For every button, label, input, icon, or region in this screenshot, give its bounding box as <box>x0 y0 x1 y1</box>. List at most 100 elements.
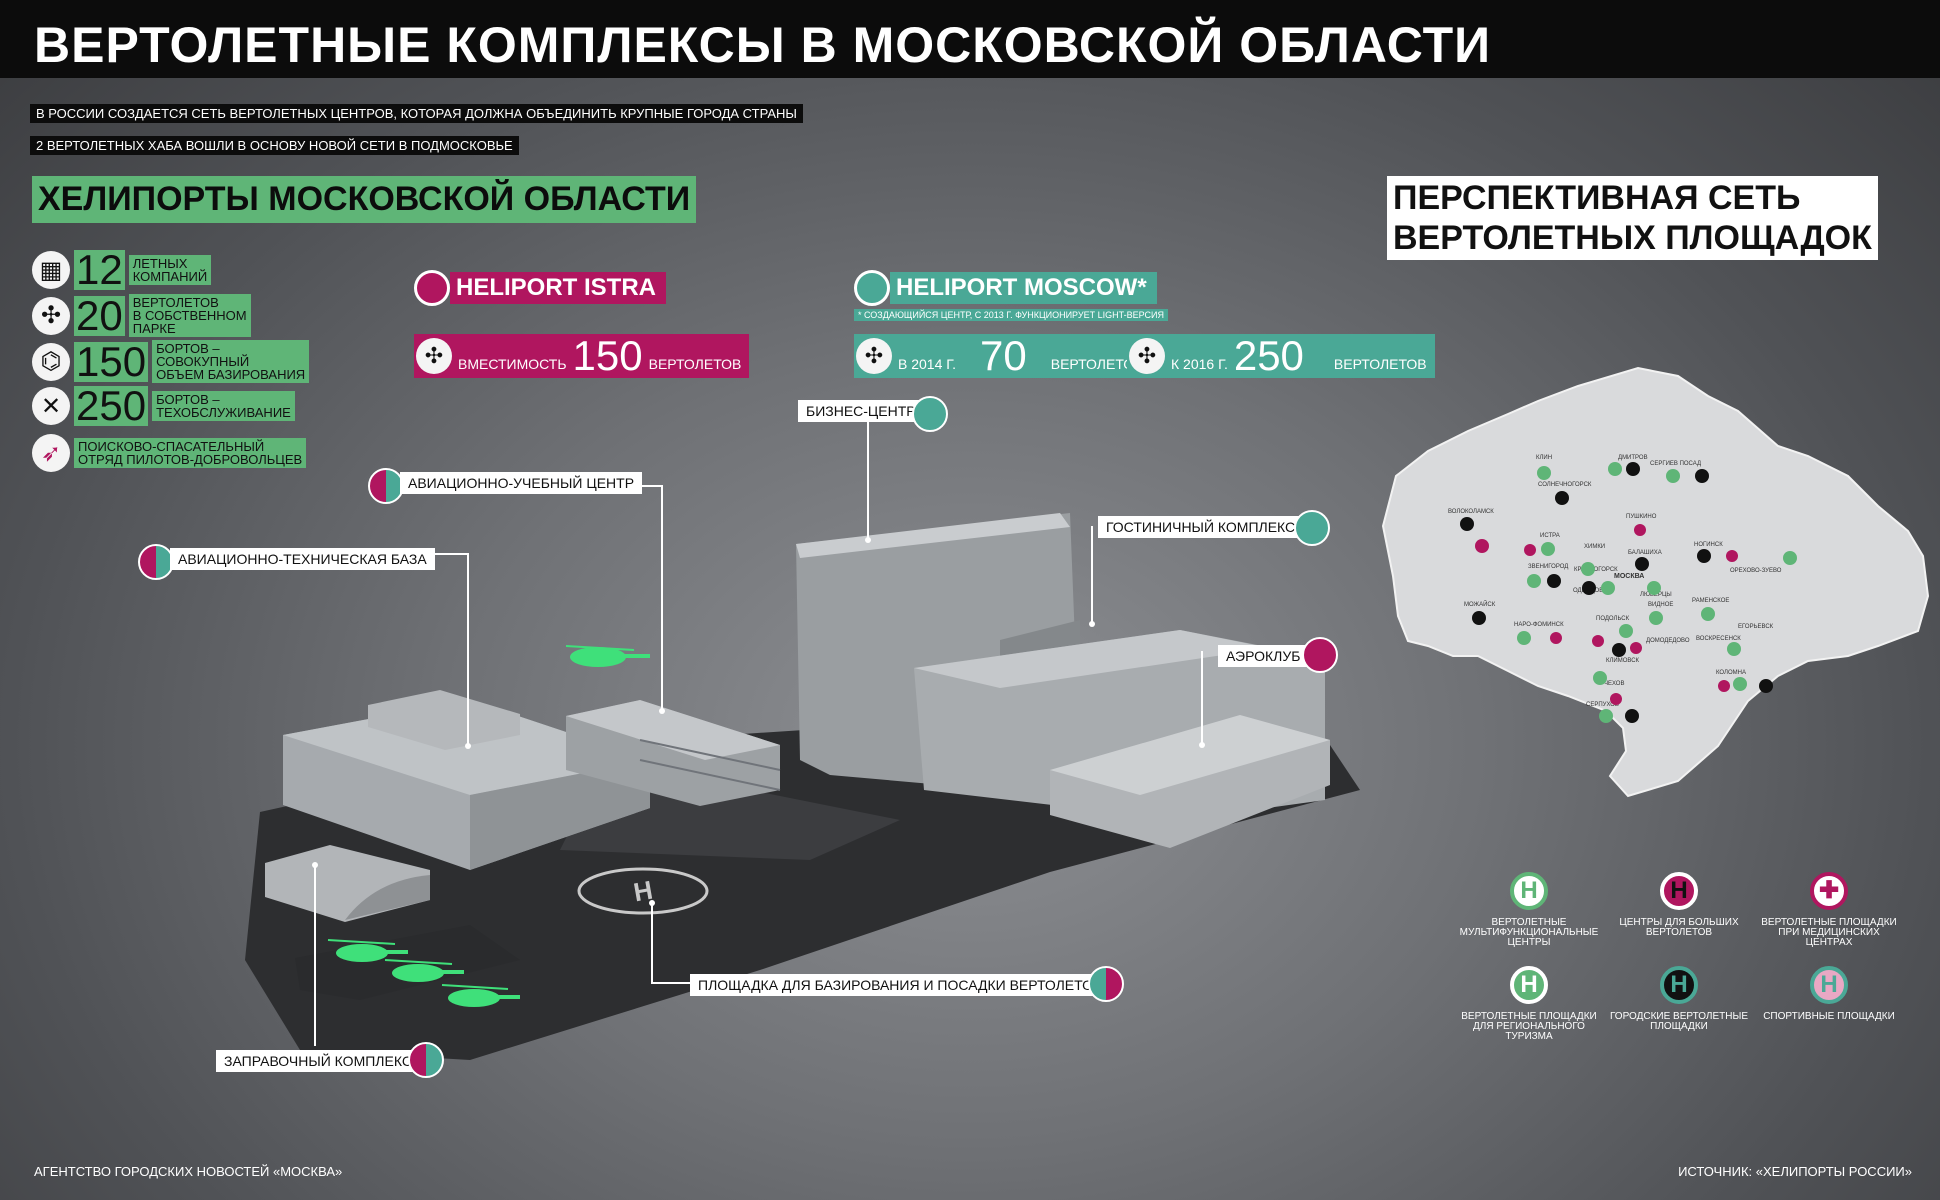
subtitle-2: 2 ВЕРТОЛЕТНЫХ ХАБА ВОШЛИ В ОСНОВУ НОВОЙ … <box>30 136 519 155</box>
legend-label: ЦЕНТРЫ ДЛЯ БОЛЬШИХ ВЕРТОЛЕТОВ <box>1619 917 1739 938</box>
tourism-pad-icon: H <box>1510 966 1548 1004</box>
svg-text:ЧЕХОВ: ЧЕХОВ <box>1604 681 1624 687</box>
legend-item: H СПОРТИВНЫЕ ПЛОЩАДКИ <box>1754 966 1904 1042</box>
magenta-teal-marker <box>138 544 174 580</box>
legend-label: ГОРОДСКИЕ ВЕРТОЛЕТНЫЕ ПЛОЩАДКИ <box>1609 1011 1749 1032</box>
svg-text:КЛИН: КЛИН <box>1536 455 1552 461</box>
building-icon: ▦ <box>32 251 70 289</box>
legend-item: H ВЕРТОЛЕТНЫЕ МУЛЬТИФУНКЦИОНАЛЬНЫЕ ЦЕНТР… <box>1454 872 1604 948</box>
svg-text:ДОМОДЕДОВО: ДОМОДЕДОВО <box>1646 638 1690 644</box>
callout-business-center: БИЗНЕС-ЦЕНТР <box>798 400 924 422</box>
sport-pad-icon: H <box>1810 966 1848 1004</box>
svg-text:МОЖАЙСК: МОЖАЙСК <box>1464 600 1496 608</box>
svg-text:НАРО-ФОМИНСК: НАРО-ФОМИНСК <box>1514 622 1564 628</box>
cap-suffix: ВЕРТОЛЕТОВ <box>1050 356 1144 372</box>
svg-text:ОРЕХОВО-ЗУЕВО: ОРЕХОВО-ЗУЕВО <box>1730 568 1782 574</box>
footer-agency: АГЕНТСТВО ГОРОДСКИХ НОВОСТЕЙ «МОСКВА» <box>34 1164 343 1179</box>
teal-marker <box>912 396 948 432</box>
legend-item: H ЦЕНТРЫ ДЛЯ БОЛЬШИХ ВЕРТОЛЕТОВ <box>1604 872 1754 948</box>
helicopters-group <box>327 645 650 1007</box>
cap-prefix: В 2014 Г. <box>898 356 957 372</box>
city-pad-icon: H <box>1660 966 1698 1004</box>
legend-label: ВЕРТОЛЕТНЫЕ МУЛЬТИФУНКЦИОНАЛЬНЫЕ ЦЕНТРЫ <box>1459 917 1599 948</box>
svg-text:СЕРПУХОВ: СЕРПУХОВ <box>1586 702 1619 708</box>
svg-text:МОСКВА: МОСКВА <box>1614 573 1644 580</box>
callout-fuel: ЗАПРАВОЧНЫЙ КОМПЛЕКС <box>216 1050 420 1072</box>
moscow-capacity-2016: ✣ К 2016 Г. 250 ВЕРТОЛЕТОВ <box>1127 334 1435 378</box>
istra-capacity-suffix: ВЕРТОЛЕТОВ <box>648 356 742 372</box>
legend-item: H ГОРОДСКИЕ ВЕРТОЛЕТНЫЕ ПЛОЩАДКИ <box>1604 966 1754 1042</box>
svg-text:ПОДОЛЬСК: ПОДОЛЬСК <box>1596 616 1630 622</box>
svg-text:ВОЛОКОЛАМСК: ВОЛОКОЛАМСК <box>1448 509 1494 515</box>
medical-pad-icon: ✚ <box>1810 872 1848 910</box>
teal-magenta-marker <box>1088 966 1124 1002</box>
wrench-icon: ✕ <box>32 387 70 425</box>
rotor-icon: ✣ <box>856 338 892 374</box>
svg-text:СЕРГИЕВ ПОСАД: СЕРГИЕВ ПОСАД <box>1650 461 1701 467</box>
heliports-title: ХЕЛИПОРТЫ МОСКОВСКОЙ ОБЛАСТИ <box>32 176 697 223</box>
svg-text:ВОСКРЕСЕНСК: ВОСКРЕСЕНСК <box>1696 636 1741 642</box>
legend-label: СПОРТИВНЫЕ ПЛОЩАДКИ <box>1763 1011 1895 1022</box>
callout-training-center: АВИАЦИОННО-УЧЕБНЫЙ ЦЕНТР <box>400 472 643 494</box>
cap-value: 70 <box>980 332 1027 379</box>
svg-text:ЗВЕНИГОРОД: ЗВЕНИГОРОД <box>1528 564 1568 570</box>
helipad <box>577 867 709 915</box>
svg-text:ПУШКИНО: ПУШКИНО <box>1626 514 1657 520</box>
magenta-marker <box>1302 637 1338 673</box>
subtitle-1: В РОССИИ СОЗДАЕТСЯ СЕТЬ ВЕРТОЛЕТНЫХ ЦЕНТ… <box>30 104 803 123</box>
cap-value: 250 <box>1233 332 1304 379</box>
large-helicopter-center-icon: H <box>1660 872 1698 910</box>
title-bar <box>0 0 1940 78</box>
svg-text:РАМЕНСКОЕ: РАМЕНСКОЕ <box>1692 598 1729 604</box>
rotor-icon: ✣ <box>32 296 70 335</box>
page-title: ВЕРТОЛЕТНЫЕ КОМПЛЕКСЫ В МОСКОВСКОЙ ОБЛАС… <box>34 17 1492 73</box>
heliport-moscow-header: HELIPORT MOSCOW* <box>854 270 1157 306</box>
heliport-moscow-name: HELIPORT MOSCOW* <box>890 272 1157 304</box>
svg-text:ЕГОРЬЕВСК: ЕГОРЬЕВСК <box>1738 624 1774 630</box>
rotor-icon: ✣ <box>1129 338 1165 374</box>
heliport-moscow-note: * СОЗДАЮЩИЙСЯ ЦЕНТР, С 2013 Г. ФУНКЦИОНИ… <box>854 309 1168 321</box>
callout-aeroclub: АЭРОКЛУБ <box>1218 645 1309 667</box>
rotor-icon: ✣ <box>416 338 452 374</box>
callout-hotel: ГОСТИНИЧНЫЙ КОМПЛЕКС <box>1098 516 1304 538</box>
legend-label: ВЕРТОЛЕТНЫЕ ПЛОЩАДКИ ДЛЯ РЕГИОНАЛЬНОГО Т… <box>1461 1011 1597 1042</box>
legend-item: H ВЕРТОЛЕТНЫЕ ПЛОЩАДКИ ДЛЯ РЕГИОНАЛЬНОГО… <box>1454 966 1604 1042</box>
svg-text:ИСТРА: ИСТРА <box>1540 533 1560 539</box>
callout-tech-base: АВИАЦИОННО-ТЕХНИЧЕСКАЯ БАЗА <box>170 548 435 570</box>
stat-label: БОРТОВ –ТЕХОБСЛУЖИВАНИЕ <box>152 391 295 421</box>
footer-source: ИСТОЧНИК: «ХЕЛИПОРТЫ РОССИИ» <box>1678 1164 1912 1179</box>
legend-row-2: H ВЕРТОЛЕТНЫЕ ПЛОЩАДКИ ДЛЯ РЕГИОНАЛЬНОГО… <box>1454 966 1904 1042</box>
istra-capacity: ✣ ВМЕСТИМОСТЬ 150 ВЕРТОЛЕТОВ <box>414 334 750 378</box>
svg-text:БАЛАШИХА: БАЛАШИХА <box>1628 550 1662 556</box>
stat-number: 20 <box>74 291 125 339</box>
magenta-teal-marker <box>408 1042 444 1078</box>
moscow-color-dot <box>854 270 890 306</box>
cap-suffix: ВЕРТОЛЕТОВ <box>1333 356 1427 372</box>
helicopter-icon: ⌬ <box>32 342 70 381</box>
moscow-capacity-2014: ✣ В 2014 Г. 70 ВЕРТОЛЕТОВ <box>854 332 1152 379</box>
stat-number: 250 <box>74 382 149 429</box>
heliport-istra-name: HELIPORT ISTRA <box>450 272 667 304</box>
svg-text:ДМИТРОВ: ДМИТРОВ <box>1618 455 1648 461</box>
svg-text:H: H <box>631 875 655 908</box>
stat-maintenance: ✕ 250 БОРТОВ –ТЕХОБСЛУЖИВАНИЕ <box>32 382 295 429</box>
svg-text:КОЛОМНА: КОЛОМНА <box>1716 670 1746 676</box>
svg-text:КРАСНОГОРСК: КРАСНОГОРСК <box>1574 567 1618 573</box>
svg-text:НОГИНСК: НОГИНСК <box>1694 542 1723 548</box>
stat-number: 12 <box>74 246 125 293</box>
svg-text:КЛИМОВСК: КЛИМОВСК <box>1606 658 1640 664</box>
stat-number: 150 <box>74 337 149 385</box>
multifunctional-center-icon: H <box>1510 872 1548 910</box>
legend-item: ✚ ВЕРТОЛЕТНЫЕ ПЛОЩАДКИ ПРИ МЕДИЦИНСКИХ Ц… <box>1754 872 1904 948</box>
heliport-istra-header: HELIPORT ISTRA <box>414 270 667 306</box>
callout-helipad: ПЛОЩАДКА ДЛЯ БАЗИРОВАНИЯ И ПОСАДКИ ВЕРТО… <box>690 974 1111 996</box>
